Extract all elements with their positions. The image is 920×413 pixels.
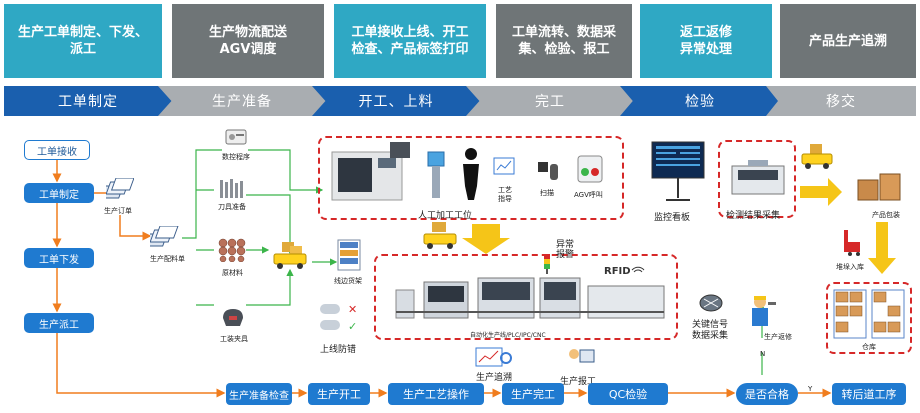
label-rfid: RFID	[604, 266, 631, 277]
paper-stack-icon	[150, 226, 179, 247]
worker-icon	[463, 148, 479, 200]
label-inspection-collect: 检测结果采集	[726, 211, 781, 221]
report-work-icon	[569, 349, 595, 363]
header-box-receive: 工单接收上线、开工 检查、产品标签打印	[334, 4, 486, 78]
stage-order: 工单制定	[4, 86, 172, 116]
kiosk-icon	[427, 151, 445, 198]
label-anomaly-report: 异常 报警	[556, 240, 575, 260]
label-agv-call: AGV呼叫	[574, 191, 603, 199]
label-n-mark: N	[760, 350, 766, 358]
flow-order-issue: 工单下发	[24, 248, 94, 268]
paper-stack-icon	[106, 178, 134, 199]
shelf-icon	[337, 239, 361, 271]
label-anti-error: 上线防错	[320, 345, 357, 355]
monitor-board-icon	[651, 141, 705, 201]
repair-worker-icon	[752, 296, 776, 326]
label-fixture: 工装夹具	[220, 335, 248, 343]
stage-finish: 完工	[466, 86, 634, 116]
header-box-trace: 产品生产追溯	[780, 4, 916, 78]
manual-station-box	[318, 136, 624, 220]
agv-icon	[273, 242, 307, 269]
label-raw-material: 原材料	[222, 269, 243, 277]
stage-start: 开工、上料	[312, 86, 480, 116]
flow-start: 生产开工	[308, 383, 370, 405]
svg-text:✓: ✓	[348, 320, 357, 333]
svg-text:✕: ✕	[348, 303, 357, 316]
label-auto-line: 自动化生产线/PLC/IPC/CNC	[470, 332, 546, 339]
anti-error-icon: ✕ ✓	[320, 303, 357, 333]
production-line-icon	[395, 277, 665, 319]
stage-inspect: 检验	[620, 86, 780, 116]
header-box-order: 生产工单制定、下发、 派工	[4, 4, 162, 78]
label-y-mark: Y	[808, 385, 813, 393]
flow-qc: QC检验	[588, 383, 668, 405]
stage-prep: 生产准备	[158, 86, 326, 116]
label-stacker: 堆垛入库	[836, 263, 864, 271]
warehouse-box	[826, 282, 912, 354]
auto-line-box	[374, 254, 678, 340]
label-material-list: 生产配料单	[150, 255, 185, 263]
agv-call-icon	[577, 155, 603, 183]
agv-icon	[423, 222, 457, 249]
tools-icon	[220, 179, 243, 198]
label-production-order: 生产订单	[104, 207, 132, 215]
flow-finish: 生产完工	[502, 383, 564, 405]
header-box-rework: 返工返修 异常处理	[640, 4, 772, 78]
header-box-logistics: 生产物流配送 AGV调度	[172, 4, 324, 78]
signal-tower-icon	[544, 254, 550, 274]
label-process-guide: 工艺 指导	[498, 186, 512, 203]
stage-handover: 移交	[766, 86, 916, 116]
cnc-machine-icon	[331, 142, 410, 201]
warehouse-icon	[833, 289, 905, 339]
label-warehouse: 仓库	[862, 343, 876, 351]
raw-material-icon	[218, 238, 246, 262]
label-manual-station: 人工加工工位	[418, 211, 473, 221]
flow-prep-check: 生产准备检查	[226, 383, 292, 405]
wifi-icon	[631, 266, 645, 273]
flow-order-receive: 工单接收	[24, 140, 90, 160]
forklift-icon	[844, 230, 860, 256]
flow-order-make: 工单制定	[24, 183, 94, 203]
label-trace: 生产追溯	[476, 373, 513, 383]
flow-qualified-decision: 是否合格	[736, 383, 798, 405]
flow-process-op: 生产工艺操作	[388, 383, 484, 405]
label-scan: 扫描	[540, 189, 554, 197]
package-icon	[857, 173, 901, 201]
label-product-pack: 产品包装	[872, 211, 900, 219]
label-monitor-board: 监控看板	[654, 213, 691, 223]
flow-dispatch: 生产派工	[24, 313, 94, 333]
label-rework: 生产返修	[764, 333, 792, 341]
agv-icon	[801, 144, 833, 169]
trace-chart-icon	[475, 347, 512, 367]
label-nc-program: 数控程序	[222, 153, 250, 161]
inspection-machine-icon	[731, 160, 785, 195]
flow-next-process: 转后道工序	[832, 383, 906, 405]
label-report-work: 生产报工	[560, 377, 597, 387]
process-guide-icon	[493, 157, 515, 175]
label-line-shelf: 线边货架	[334, 277, 362, 285]
label-tool-prep: 刀具准备	[218, 203, 246, 211]
label-key-signal: 关键信号 数据采集	[692, 320, 729, 341]
scanner-icon	[538, 162, 558, 180]
router-icon	[699, 294, 723, 312]
inspection-box	[718, 140, 796, 218]
nc-program-icon	[225, 129, 247, 145]
fixture-icon	[223, 309, 243, 326]
header-box-flow: 工单流转、数据采 集、检验、报工	[496, 4, 632, 78]
